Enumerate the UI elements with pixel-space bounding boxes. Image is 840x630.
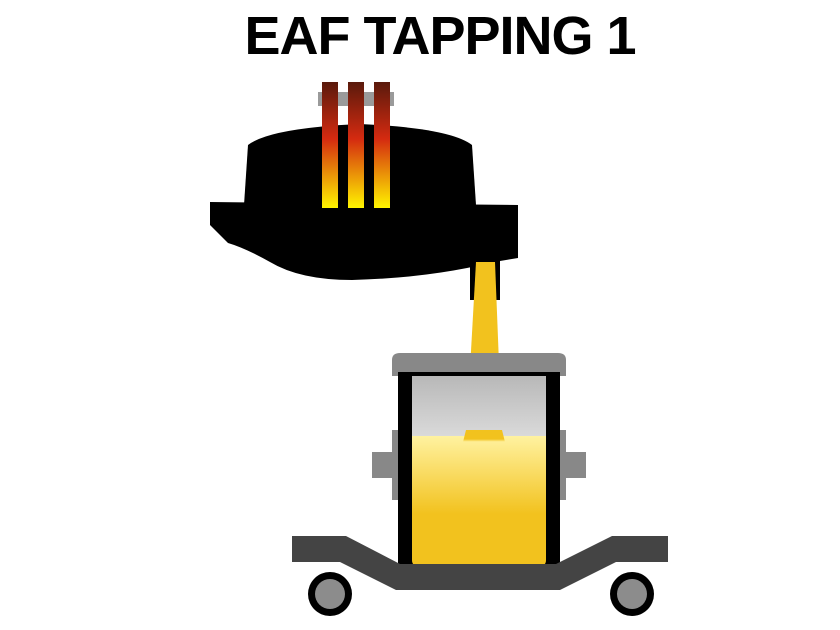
ladle-empty-space (412, 376, 546, 440)
ladle-icon (372, 353, 586, 578)
electrode-icon (374, 82, 390, 208)
ladle-rim (392, 353, 566, 376)
steel-stream-entry (463, 430, 505, 442)
electrode-icon (322, 82, 338, 208)
ladle-molten-steel (412, 436, 546, 566)
diagram-title: EAF TAPPING 1 (244, 6, 636, 66)
electrode-icon (348, 82, 364, 208)
electrodes (322, 82, 390, 208)
transfer-car-frame (292, 536, 668, 590)
wheel-icon-hub (315, 579, 345, 609)
ladle-trunnion-left (372, 430, 406, 500)
wheel-icon-hub (617, 579, 647, 609)
transfer-car-icon (292, 536, 668, 616)
ladle-trunnion-right (552, 430, 586, 500)
furnace-body (210, 202, 518, 280)
